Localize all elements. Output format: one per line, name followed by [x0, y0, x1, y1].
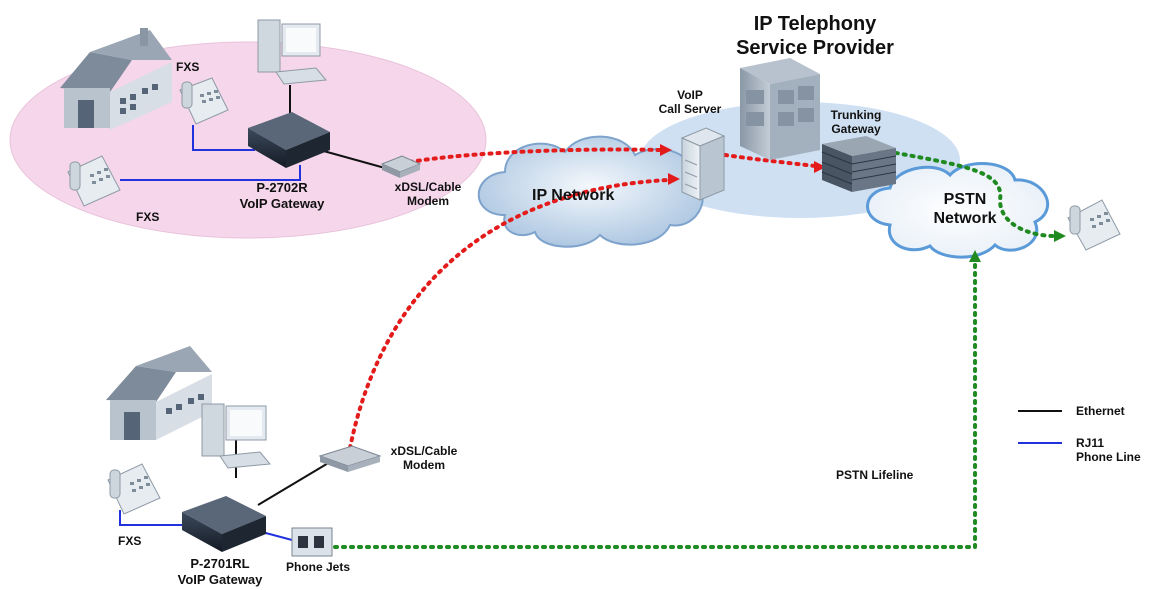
phone-icon: [107, 463, 161, 515]
bottom-modem-label: xDSL/Cable Modem: [374, 444, 474, 472]
computer-icon: [201, 403, 271, 469]
voip-arrowheads: [660, 144, 826, 185]
top-gateway-label: P-2702R VoIP Gateway: [212, 180, 352, 212]
modem-icon: [380, 155, 422, 178]
top-fxs-upper-label: FXS: [176, 60, 200, 74]
voip-call-server-label-line2: Call Server: [658, 102, 722, 116]
voip-path: [348, 147, 817, 450]
legend: [1018, 410, 1062, 444]
provider-title: IP Telephony Service Provider: [700, 12, 930, 60]
trunking-gateway-label-line1: Trunking: [830, 108, 882, 122]
voip-call-server-label: VoIP Call Server: [640, 88, 740, 116]
pstn-network-label-line2: Network: [933, 210, 997, 227]
legend-ethernet-label: Ethernet: [1076, 404, 1125, 418]
phone-icon: [179, 77, 229, 125]
building-icon: [740, 58, 820, 160]
legend-rj11-label: RJ11 Phone Line: [1076, 436, 1141, 464]
server-icon: [680, 127, 726, 201]
provider-title-line2: Service Provider: [736, 37, 894, 59]
pstn-lifeline-label: PSTN Lifeline: [836, 468, 914, 482]
phone-jets-label: Phone Jets: [286, 560, 351, 574]
bottom-modem-label-line1: xDSL/Cable: [390, 444, 458, 458]
phone-lines: [119, 125, 301, 541]
bottom-fxs-label: FXS: [118, 534, 142, 548]
top-fxs-lower-label: FXS: [136, 210, 160, 224]
pstn-network-label: PSTN Network: [910, 190, 1020, 228]
bottom-gateway-label-line2: VoIP Gateway: [177, 572, 263, 587]
legend-rj11-label-line1: RJ11: [1076, 436, 1105, 450]
trunking-gateway-icon: [821, 136, 897, 192]
provider-title-line1: IP Telephony: [753, 13, 877, 35]
pstn-network-label-line1: PSTN: [943, 191, 987, 208]
top-modem-label-line2: Modem: [407, 194, 449, 208]
gateway-icon: [182, 496, 266, 552]
phone-icon: [1067, 199, 1121, 251]
voip-call-server-label-line1: VoIP: [677, 88, 703, 102]
pstn-arrowheads: [969, 230, 1066, 262]
house-icon: [60, 28, 172, 130]
top-modem-label: xDSL/Cable Modem: [378, 180, 478, 208]
trunking-gateway-label: Trunking Gateway: [806, 108, 906, 136]
modem-icon: [318, 445, 382, 472]
top-gateway-label-line2: VoIP Gateway: [239, 196, 325, 211]
computer-icon: [257, 19, 327, 85]
bottom-gateway-label: P-2701RL VoIP Gateway: [150, 556, 290, 588]
phone-icon: [67, 155, 121, 207]
bottom-gateway-label-line1: P-2701RL: [190, 556, 250, 571]
pstn-path: [333, 148, 1057, 549]
house-icon: [106, 346, 212, 440]
bottom-modem-label-line2: Modem: [403, 458, 445, 472]
legend-rj11-label-line2: Phone Line: [1076, 450, 1141, 464]
gateway-icon: [248, 112, 330, 168]
top-modem-label-line1: xDSL/Cable: [394, 180, 462, 194]
trunking-gateway-label-line2: Gateway: [831, 122, 881, 136]
top-gateway-label-line1: P-2702R: [256, 180, 308, 195]
phone-jack-icon: [291, 527, 333, 557]
ip-network-label: IP Network: [532, 187, 615, 204]
